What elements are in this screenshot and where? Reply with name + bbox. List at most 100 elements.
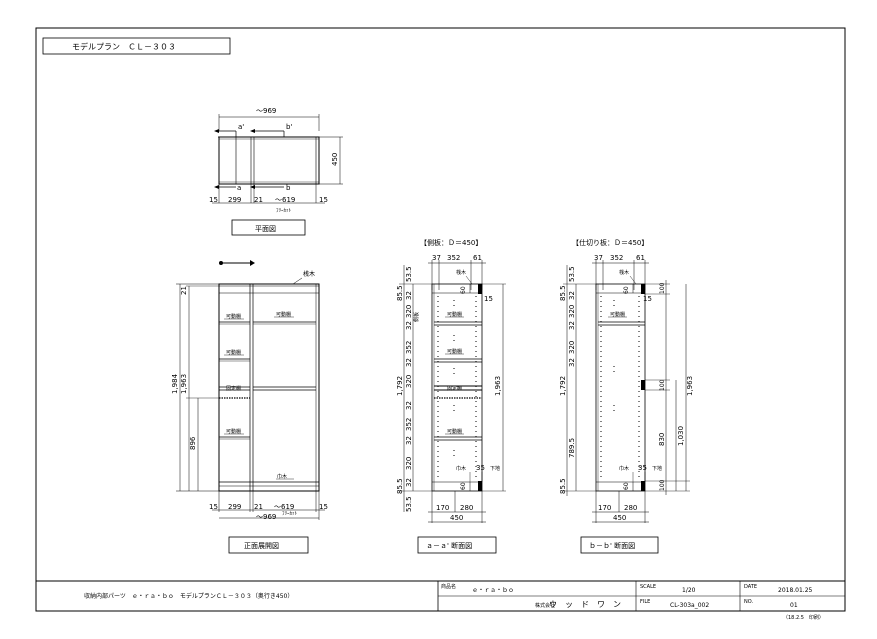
section-b-ldim-320-2: 320: [568, 341, 576, 354]
plan-caption: 平面図: [255, 225, 276, 233]
plan-dim-15-right: 15: [319, 196, 328, 204]
section-a-label-adj3: 可動棚: [447, 428, 462, 435]
section-a-ldim-320-3: 320: [405, 457, 413, 470]
section-b-caption: ｂ－ｂ' 断面図: [589, 541, 635, 550]
title-scale-label: SCALE: [640, 584, 656, 590]
section-a-dim-170: 170: [436, 504, 449, 512]
section-b-ldim-85-bottom: 85.5: [559, 478, 567, 494]
section-a-ldim-85-top: 85.5: [396, 285, 404, 301]
plan-dim-619: ～619: [275, 196, 295, 204]
front-caption: 正面展開図: [244, 542, 279, 550]
plan-dim-299: 299: [228, 196, 241, 204]
section-b-label-adj-top: 可動棚: [610, 311, 625, 318]
section-a-dim-60-top: 60: [460, 286, 467, 294]
section-a-caption: ａ－ａ' 断面図: [426, 541, 472, 550]
section-a-ldim-32-4: 32: [405, 401, 413, 410]
front-dim-lower: 896: [189, 436, 197, 450]
plan-free-cut: ﾌﾘｰｶｯﾄ: [276, 208, 292, 214]
section-a-dim-280: 280: [460, 504, 473, 512]
front-label-baseboard: 巾木: [277, 473, 287, 480]
section-a-ldim-320-2: 320: [405, 375, 413, 388]
section-b-dim-100-bottom: 100: [659, 479, 666, 491]
section-b-dim-60-top: 60: [623, 286, 630, 294]
title-product-label: 商品名: [441, 583, 456, 590]
front-dim-619: ～619: [274, 503, 294, 511]
front-label-adj4: 可動棚: [226, 428, 241, 435]
section-b-dim-100-mid: 100: [659, 379, 666, 391]
front-label-adj3: 可動棚: [226, 349, 241, 356]
title-company-name: ウ ッ ド ワ ン: [549, 600, 621, 609]
section-a-header: 【側板：Ｄ＝450】: [420, 238, 482, 247]
title-file-label: FILE: [640, 599, 650, 605]
section-b-label-backing: 桟木: [619, 269, 629, 276]
section-a-dim-total-left: 1,792: [396, 376, 404, 396]
section-b-dim-60-bottom: 60: [623, 482, 630, 490]
plan-dim-15-left: 15: [209, 196, 218, 204]
section-b: 【仕切り板：Ｄ＝450】 37 352 61 桟木 15 60 可動棚 巾木 3…: [559, 238, 694, 554]
section-a-ldim-53-bottom: 53.5: [405, 496, 413, 512]
title-description: 収納内部パーツ ｅ・ｒａ・ｂｏ モデルプランＣＬ－３０３（奥行き450）: [84, 592, 293, 600]
section-b-ldim-32-2: 32: [568, 321, 576, 330]
front-dim-15-right: 15: [319, 503, 328, 511]
section-b-ldim-789: 789.5: [568, 438, 576, 458]
section-a-ldim-32-2: 32: [405, 321, 413, 330]
section-a-dim-450: 450: [450, 514, 463, 522]
section-b-label-baseboard: 巾木: [619, 465, 629, 472]
section-a-dim-60-bottom: 60: [460, 482, 467, 490]
section-a-dim-top-61: 61: [473, 254, 482, 262]
section-b-dim-280: 280: [624, 504, 637, 512]
front-caption-box: [228, 536, 309, 554]
section-b-label-floor: 下地: [652, 465, 662, 472]
section-a-ldim-352-2: 352: [405, 418, 413, 431]
front-dim-inner: 1,963: [180, 374, 188, 394]
plan-title: モデルプラン ＣＬ－３０３: [72, 42, 176, 52]
section-a-ldim-53-top: 53.5: [405, 266, 413, 282]
section-a-label-baseboard: 巾木: [456, 465, 466, 472]
section-a-dim-35: 35: [476, 464, 485, 472]
title-file-value: CL-303a_002: [670, 602, 709, 609]
title-block: 収納内部パーツ ｅ・ｒａ・ｂｏ モデルプランＣＬ－３０３（奥行き450） 商品名…: [36, 580, 845, 621]
plan-mark-b: b: [286, 184, 291, 192]
front-dim-total: 1,984: [171, 373, 179, 394]
section-a-ldim-32-1: 32: [405, 291, 413, 300]
plan-view: ～969 a' a b' b 450 15 299: [209, 107, 343, 236]
plan-dim-21: 21: [254, 196, 263, 204]
section-b-dim-1030: 1,030: [677, 426, 685, 446]
section-b-dim-35: 35: [638, 464, 647, 472]
section-a-ldim-320-1: 320: [405, 305, 413, 318]
section-b-dim-15: 15: [643, 295, 652, 303]
section-b-ldim-85-top: 85.5: [559, 285, 567, 301]
section-a-label-side: 側板: [413, 312, 420, 322]
section-a-ldim-352-1: 352: [405, 341, 413, 354]
section-a-ldim-32-5: 32: [405, 436, 413, 445]
plan-mark-a: a: [237, 184, 241, 192]
front-free-cut: ﾌﾘｰｶｯﾄ: [282, 511, 298, 517]
section-a-ldim-85-bottom: 85.5: [396, 478, 404, 494]
section-a: 【側板：Ｄ＝450】 37 352 61: [396, 238, 506, 554]
section-b-dim-total-left: 1,792: [559, 376, 567, 396]
section-a-dim-top-352: 352: [447, 254, 460, 262]
section-a-caption-box: [417, 536, 497, 554]
section-a-label-adj-top: 可動棚: [447, 311, 462, 318]
section-b-ldim-32-3: 32: [568, 358, 576, 367]
section-a-label-adj2: 可動棚: [447, 348, 462, 355]
section-b-ldim-32-1: 32: [568, 291, 576, 300]
front-label-fixed: 固定棚: [226, 385, 241, 392]
plan-title-box: [42, 37, 231, 55]
front-label-adj1: 可動棚: [226, 313, 241, 320]
title-no-value: 01: [790, 602, 798, 609]
title-no-label: NO.: [744, 599, 753, 605]
plan-overall-width: ～969: [256, 107, 276, 115]
title-scale-value: 1/20: [682, 587, 696, 594]
front-dim-299: 299: [228, 503, 241, 511]
section-a-ldim-32-3: 32: [405, 358, 413, 367]
section-a-ldim-32-6: 32: [405, 478, 413, 487]
section-a-label-fixed: 固定棚: [447, 385, 462, 392]
section-a-dim-15: 15: [484, 295, 493, 303]
section-b-dim-170: 170: [598, 504, 611, 512]
section-b-dim-top-352: 352: [610, 254, 623, 262]
plan-mark-a-prime: a': [238, 123, 244, 131]
section-b-caption-box: [580, 536, 659, 554]
section-a-label-backing: 桟木: [456, 269, 466, 276]
